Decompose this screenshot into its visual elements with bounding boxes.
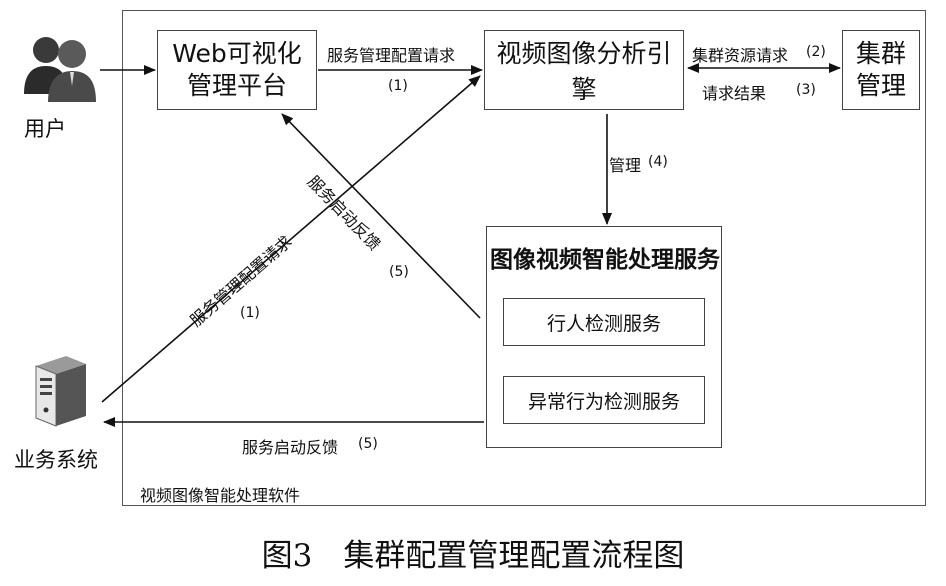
start-feedback-bottom-num: (5)	[358, 436, 378, 452]
cluster-request-num: (2)	[806, 44, 826, 60]
web-platform-line2: 管理平台	[186, 71, 287, 100]
config-request-num: (1)	[388, 78, 408, 94]
cluster-line1: 集群	[855, 39, 906, 68]
cluster-request-label: 集群资源请求	[692, 46, 789, 65]
pedestrian-detection-box: 行人检测服务	[503, 298, 705, 346]
abnormal-behavior-box: 异常行为检测服务	[503, 376, 705, 424]
server-icon	[35, 356, 86, 427]
request-result-num: (3)	[796, 82, 816, 98]
manage-num: (4)	[648, 154, 668, 170]
pedestrian-detection-label: 行人检测服务	[546, 312, 661, 335]
software-frame	[122, 10, 926, 506]
config-request-diag-num: (1)	[240, 305, 260, 321]
request-result-label: 请求结果	[702, 84, 767, 103]
manage-label: 管理	[609, 156, 642, 175]
web-platform-line1: Web可视化	[172, 39, 302, 68]
business-system-label: 业务系统	[14, 448, 98, 472]
start-feedback-bottom-label: 服务启动反馈	[242, 438, 339, 457]
start-feedback-diag-num: (5)	[389, 264, 409, 280]
web-platform-box: Web可视化 管理平台	[157, 30, 317, 110]
config-request-label: 服务管理配置请求	[327, 46, 456, 65]
cluster-line2: 管理	[855, 71, 906, 100]
cluster-management-box: 集群 管理	[842, 30, 920, 110]
analysis-engine-label: 视频图像分析引擎	[496, 39, 672, 104]
arrow-service-to-web	[281, 113, 481, 319]
analysis-engine-box: 视频图像分析引擎	[484, 30, 684, 110]
software-frame-label: 视频图像智能处理软件	[140, 486, 301, 505]
figure-caption: 图3 集群配置管理配置流程图	[261, 538, 685, 574]
arrow-business-to-engine	[101, 75, 481, 403]
service-title: 图像视频智能处理服务	[490, 247, 720, 273]
abnormal-behavior-label: 异常行为检测服务	[527, 390, 680, 413]
user-label: 用户	[24, 117, 66, 141]
user-icon	[24, 37, 96, 102]
